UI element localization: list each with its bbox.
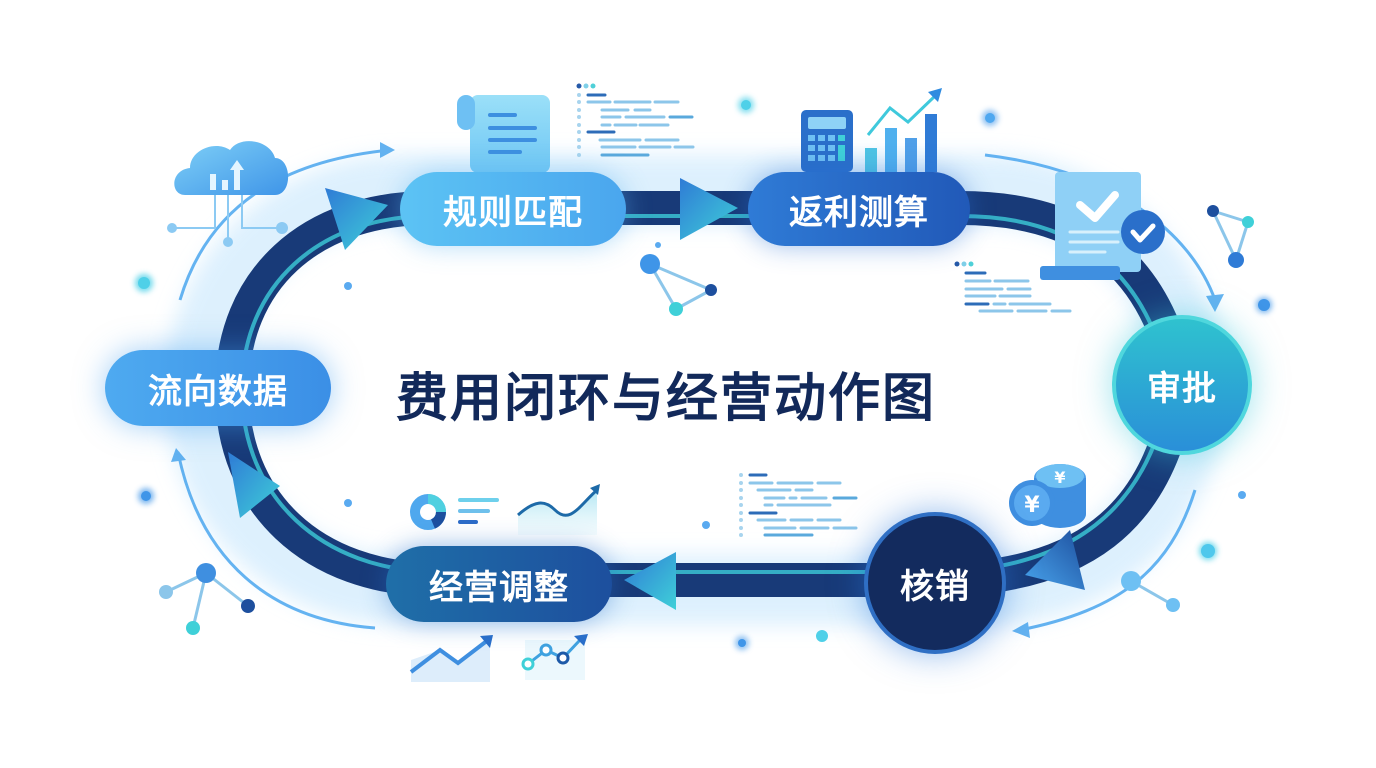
node-label: 核销 (900, 566, 970, 607)
trend-line-icon (517, 484, 600, 535)
growth-bar-chart-icon (865, 88, 942, 172)
flow-arrow-icon (624, 552, 676, 610)
svg-text:¥: ¥ (1024, 493, 1040, 518)
flow-arrow-icon (1025, 530, 1085, 590)
svg-text:¥: ¥ (1054, 468, 1065, 487)
network-nodes-icon (1121, 571, 1180, 612)
code-lines-icon (576, 83, 695, 157)
node-approval: 审批 (1112, 315, 1252, 455)
cloud-data-icon (167, 141, 289, 247)
node-flow-data: 流向数据 (105, 350, 331, 426)
node-business-adjust: 经营调整 (386, 546, 612, 622)
donut-chart-icon (410, 494, 499, 530)
trend-line-icon (409, 635, 493, 682)
trend-line-icon (521, 634, 588, 680)
approved-document-icon (1040, 172, 1165, 280)
node-label: 经营调整 (429, 567, 569, 608)
network-nodes-icon (159, 563, 255, 635)
flow-arrow-icon (325, 188, 388, 250)
code-lines-icon (954, 261, 1072, 313)
yuan-coins-icon: ¥ ¥ (1009, 464, 1086, 528)
document-list-icon (457, 95, 550, 173)
decorative-dots (135, 97, 1272, 650)
node-label: 规则匹配 (443, 192, 583, 233)
code-lines-icon (739, 473, 858, 537)
flow-arrow-icon (228, 452, 280, 518)
network-nodes-icon (640, 254, 717, 316)
node-rebate-calc: 返利测算 (748, 172, 970, 246)
network-nodes-icon (1207, 205, 1254, 268)
node-write-off: 核销 (864, 512, 1006, 654)
diagram-title: 费用闭环与经营动作图 (396, 369, 937, 429)
node-label: 流向数据 (148, 371, 288, 412)
calculator-icon (801, 110, 853, 172)
node-rule-match: 规则匹配 (400, 172, 626, 246)
flow-arrow-icon (680, 178, 738, 240)
node-label: 审批 (1147, 368, 1217, 409)
node-label: 返利测算 (789, 192, 929, 233)
